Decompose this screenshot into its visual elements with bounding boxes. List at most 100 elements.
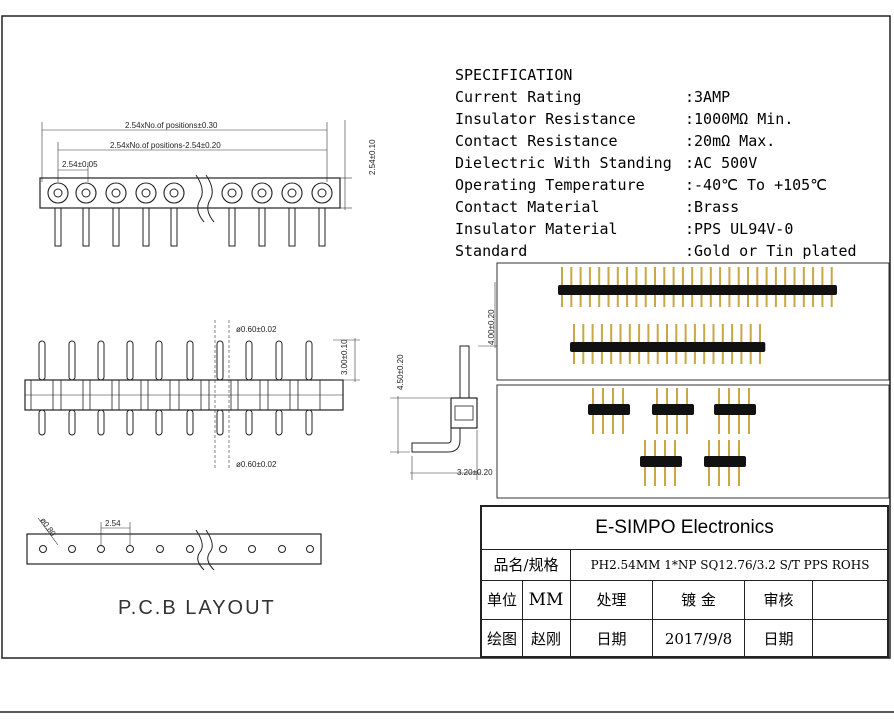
dim-pitch: 2.54±0.05 [62, 160, 98, 169]
spec-value: :3AMP [685, 88, 731, 106]
gold-pin [644, 267, 647, 285]
gold-pin [748, 414, 750, 434]
gold-pin [607, 267, 610, 285]
date-label: 日期 [596, 630, 627, 648]
pin-tail [228, 207, 236, 247]
gold-pin [638, 324, 641, 342]
contact-hole [53, 188, 63, 198]
spec-label: Operating Temperature [455, 176, 645, 194]
gold-pin [709, 295, 712, 307]
gold-pin [579, 267, 582, 285]
gold-pin [656, 388, 658, 404]
pin-tail [318, 207, 326, 247]
gold-pin [718, 388, 720, 404]
gold-pin [600, 324, 603, 342]
contact-ring [281, 182, 303, 204]
pin-bottom [155, 409, 163, 436]
spec-label: Insulator Resistance [455, 110, 636, 128]
gold-pin [654, 440, 656, 456]
gold-pin [686, 388, 688, 404]
drawn-label: 绘图 [486, 630, 517, 648]
contact-ring [251, 182, 273, 204]
dim-pcb-hole: ø0.80 [38, 516, 57, 538]
gold-pin [708, 440, 710, 456]
pin-tail [112, 207, 120, 247]
pin-top [275, 340, 283, 381]
specification-title: SPECIFICATION [455, 66, 573, 84]
gold-pin [830, 267, 833, 285]
gold-pin [626, 295, 629, 307]
gold-pin [675, 324, 678, 342]
gold-pin [765, 267, 768, 285]
gold-pin [821, 267, 824, 285]
gold-pin [676, 414, 678, 434]
gold-pin [674, 466, 676, 486]
pcb-layout-label: P.C.B LAYOUT [118, 597, 276, 619]
product-photo-long [496, 262, 890, 381]
gold-pin [784, 267, 787, 285]
gold-pin [628, 324, 631, 342]
gold-pin [728, 295, 731, 307]
gold-pin [622, 414, 624, 434]
pin-bottom [68, 409, 76, 436]
gold-pin [626, 267, 629, 285]
pcb-hole [156, 545, 164, 553]
contact-hole [227, 188, 237, 198]
gold-pin [747, 295, 749, 307]
gold-pin [602, 388, 604, 404]
gold-pin [674, 440, 676, 456]
unit-label: 单位 [486, 591, 517, 609]
black-housing [640, 456, 682, 467]
pcb-hole [306, 545, 314, 553]
gold-pin [802, 295, 805, 307]
contact-ring [221, 182, 243, 204]
front-view: ø0.60±0.02 ø0.60±0.02 3.00±0.10 [24, 320, 360, 470]
pin-top [245, 340, 253, 381]
contact-hole [169, 188, 179, 198]
pin-tail [142, 207, 150, 247]
contact-ring [163, 182, 185, 204]
gold-pin [774, 295, 777, 307]
title-block: E-SIMPO Electronics 品名/规格 PH2.54MM 1*NP … [480, 505, 889, 658]
gold-pin [684, 324, 687, 342]
pcb-hole [248, 545, 256, 553]
gold-pin [666, 324, 668, 342]
dim-side-total: 4.50±0.20 [396, 354, 405, 390]
gold-pin [592, 388, 594, 404]
spec-label: Standard [455, 242, 528, 260]
gold-pin [812, 295, 815, 307]
pin-top [38, 340, 46, 381]
spec-row: Dielectric With Standing:AC 500V [455, 152, 857, 174]
contact-ring [135, 182, 157, 204]
gold-pin [570, 267, 573, 285]
gold-pin [737, 295, 740, 307]
gold-pin [644, 295, 647, 307]
gold-pin [802, 267, 805, 285]
dim-upper-pin: 3.00±0.10 [340, 339, 349, 375]
gold-pin [663, 295, 666, 307]
gold-pin [700, 267, 703, 285]
pin-bottom [245, 409, 253, 436]
gold-pin [610, 352, 613, 364]
top-view: 2.54xNo.of positions±0.30 2.54xNo.of pos… [39, 120, 377, 247]
gold-pin [691, 267, 694, 285]
gold-pin [579, 295, 582, 307]
dim-inner: 2.54xNo.of positions-2.54±0.20 [110, 141, 221, 150]
dim-pcb-pitch: 2.54 [105, 519, 121, 528]
gold-pin [686, 414, 688, 434]
gold-pin [588, 267, 591, 285]
pin-tail [170, 207, 178, 247]
gold-pin [600, 352, 603, 364]
gold-pin [709, 267, 712, 285]
spec-label: Dielectric With Standing [455, 154, 672, 172]
contact-hole [81, 188, 91, 198]
process-label: 处理 [596, 591, 627, 609]
pin-top [97, 340, 105, 381]
spec-row: Standard:Gold or Tin plated [455, 240, 857, 262]
date-value: 2017/9/8 [664, 629, 733, 648]
gold-pin [821, 295, 824, 307]
gold-pin [592, 414, 594, 434]
gold-pin [793, 295, 796, 307]
gold-pin [573, 324, 575, 342]
